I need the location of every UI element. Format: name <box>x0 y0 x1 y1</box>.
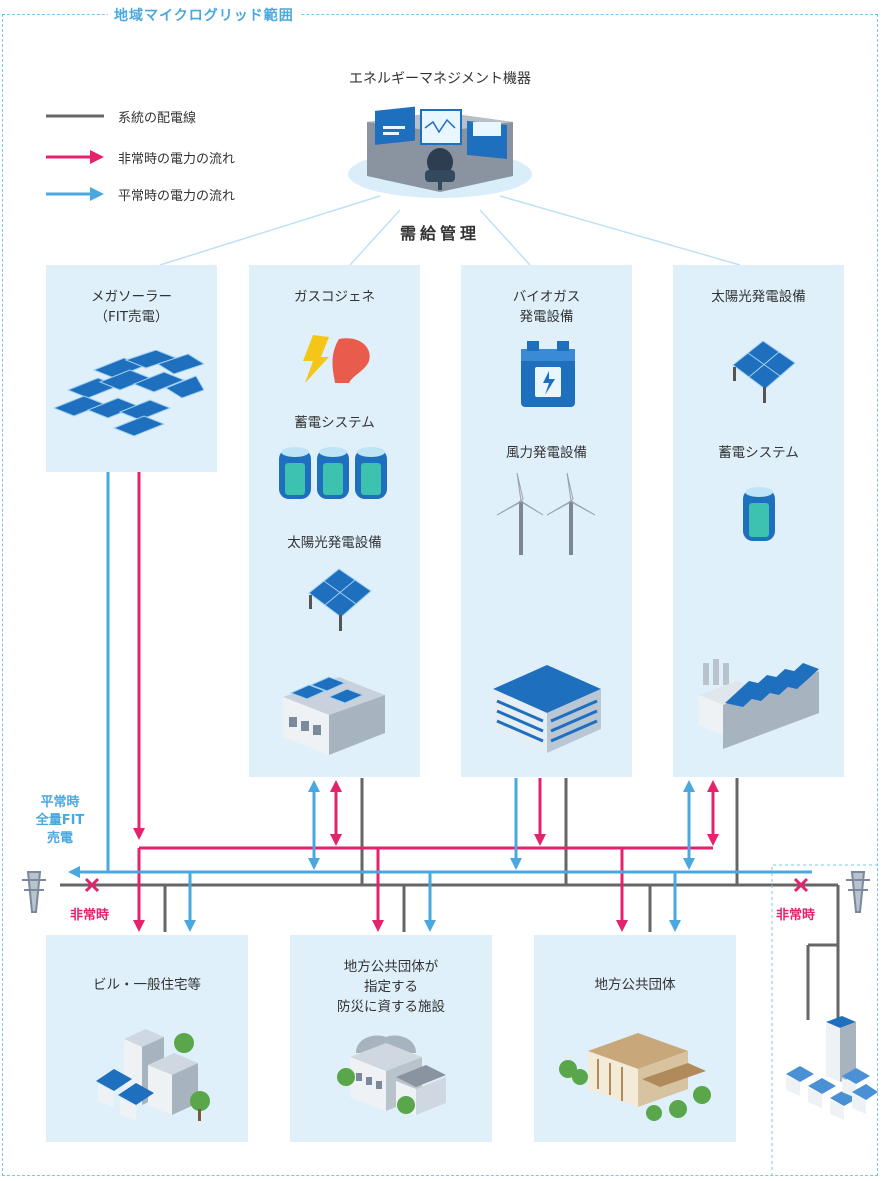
solar-panel-icon <box>308 568 372 631</box>
panel-mega-solar: メガソーラー （FIT売電） <box>46 265 217 472</box>
biogas-battery-icon <box>521 341 575 407</box>
energy-management-title: エネルギーマネジメント機器 <box>349 71 531 87</box>
box-title: 地方公共団体 <box>594 977 676 993</box>
normal-fit-sale-label: 平常時 全量FIT 売電 <box>35 795 85 846</box>
battery-bank-icon <box>279 447 387 499</box>
panel-subtitle: （FIT売電） <box>94 309 169 325</box>
box-title-line: 防災に資する施設 <box>337 999 445 1015</box>
box-buildings-houses: ビル・一般住宅等 <box>46 935 248 1142</box>
solar-panel-icon <box>732 340 796 403</box>
legend-label: 系統の配電線 <box>118 110 197 126</box>
emergency-power-flows <box>133 472 719 932</box>
panel-biogas-wind-group: バイオガス 発電設備 風力発電設備 <box>461 265 632 777</box>
box-title-line: 地方公共団体が <box>343 959 439 975</box>
emergency-label-right: 非常時 <box>776 908 816 923</box>
panel-gas-cogeneration-group: ガスコジェネ 蓄電システム 太陽光発電設備 <box>249 265 420 777</box>
legend-emergency-flow: 非常時の電力の流れ <box>46 147 235 167</box>
disconnect-x-marks <box>84 877 809 893</box>
microgrid-region-border <box>2 14 878 1176</box>
residential-area-icon <box>786 1016 878 1120</box>
factory-with-solar-icon <box>283 676 385 755</box>
box-disaster-prevention-facility: 地方公共団体が 指定する 防災に資する施設 <box>290 935 492 1142</box>
box-local-government: 地方公共団体 <box>534 935 736 1142</box>
gas-cogeneration-label: ガスコジェネ <box>294 289 375 305</box>
demand-management-caption: 需給管理 <box>399 224 480 243</box>
utility-pole-icon <box>22 871 46 913</box>
factory-icon <box>699 659 819 749</box>
utility-pole-icon <box>846 871 870 913</box>
legend-grid-line: 系統の配電線 <box>46 106 196 126</box>
school-facility-icon <box>337 1035 446 1115</box>
grid-line-icon <box>46 114 104 118</box>
legend-label: 非常時の電力の流れ <box>118 151 236 167</box>
office-building-icon <box>493 665 601 753</box>
gas-flame-icon <box>303 335 370 383</box>
wind-turbine-icon <box>496 472 596 555</box>
wind-facility-label: 風力発電設備 <box>506 445 587 461</box>
normal-power-flows <box>68 472 812 932</box>
storage-system-label: 蓄電システム <box>718 445 799 461</box>
ems-connector-lines <box>159 195 741 266</box>
panel-solar-storage-group: 太陽光発電設備 蓄電システム <box>673 265 844 777</box>
solar-facility-label: 太陽光発電設備 <box>287 535 382 551</box>
box-title-line: 指定する <box>364 979 418 995</box>
government-office-icon <box>559 1033 711 1121</box>
box-title: ビル・一般住宅等 <box>93 977 201 993</box>
storage-system-label: 蓄電システム <box>294 415 375 431</box>
emergency-label-left: 非常時 <box>70 908 110 923</box>
normal-arrow-icon <box>46 187 104 201</box>
legend-normal-flow: 平常時の電力の流れ <box>46 184 235 204</box>
battery-icon <box>743 487 775 541</box>
legend-label: 平常時の電力の流れ <box>118 188 236 204</box>
microgrid-region-label: 地域マイクログリッド範囲 <box>108 5 300 25</box>
biogas-facility-label: バイオガス 発電設備 <box>512 289 581 325</box>
mega-solar-array-icon <box>54 350 204 437</box>
control-room-icon <box>348 106 532 198</box>
emergency-arrow-icon <box>46 150 104 164</box>
solar-facility-label: 太陽光発電設備 <box>711 289 806 305</box>
buildings-houses-icon <box>96 1029 210 1121</box>
panel-title: メガソーラー <box>91 289 172 305</box>
